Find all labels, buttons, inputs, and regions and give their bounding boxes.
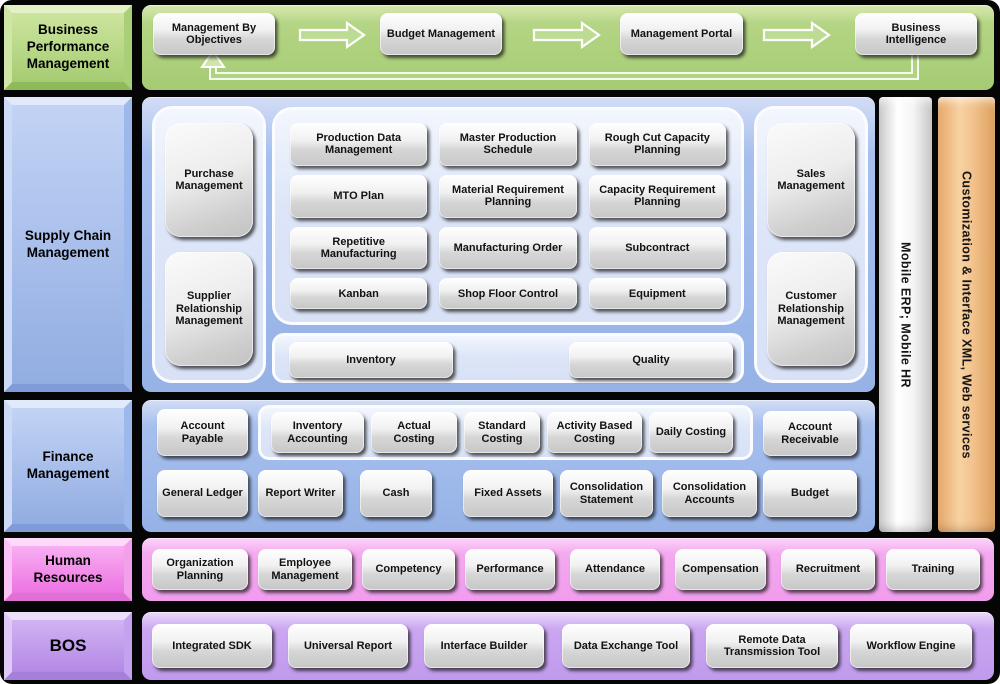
finance-panel: Account Payable Inventory Accounting Act…: [142, 400, 875, 532]
btn-equipment[interactable]: Equipment: [588, 278, 726, 309]
btn-fixed-assets[interactable]: Fixed Assets: [463, 470, 553, 517]
btn-integrated-sdk[interactable]: Integrated SDK: [152, 624, 272, 668]
btn-inventory[interactable]: Inventory: [289, 342, 453, 378]
btn-account-payable[interactable]: Account Payable: [157, 409, 248, 456]
section-label-scm: Supply Chain Management: [4, 97, 132, 392]
btn-supplier-relationship-management[interactable]: Supplier Relationship Management: [165, 251, 253, 366]
btn-quality[interactable]: Quality: [569, 342, 733, 378]
scm-right-group: Sales Management Customer Relationship M…: [754, 106, 868, 383]
flow-arrow-icon-3: [762, 20, 831, 50]
btn-report-writer[interactable]: Report Writer: [258, 470, 343, 517]
btn-competency[interactable]: Competency: [362, 549, 455, 590]
btn-interface-builder[interactable]: Interface Builder: [424, 624, 544, 668]
btn-employee-management[interactable]: Employee Management: [258, 549, 352, 590]
btn-workflow-engine[interactable]: Workflow Engine: [850, 624, 972, 668]
section-label-hr-text: Human Resources: [33, 552, 103, 585]
btn-performance[interactable]: Performance: [465, 549, 555, 590]
btn-compensation[interactable]: Compensation: [675, 549, 766, 590]
scm-panel: Purchase Management Supplier Relationshi…: [142, 97, 875, 392]
btn-recruitment[interactable]: Recruitment: [781, 549, 875, 590]
btn-budget[interactable]: Budget: [763, 470, 857, 517]
btn-cash[interactable]: Cash: [360, 470, 432, 517]
scm-production-grid: Production Data Management Master Produc…: [272, 107, 744, 325]
feedback-loop-line-core: [211, 55, 917, 78]
section-label-bos-text: BOS: [49, 636, 87, 656]
bpm-flow-panel: Management By Objectives Budget Manageme…: [142, 5, 994, 90]
btn-inventory-accounting[interactable]: Inventory Accounting: [271, 412, 364, 453]
section-label-hr: Human Resources: [4, 538, 132, 601]
btn-activity-based-costing[interactable]: Activity Based Costing: [547, 412, 642, 453]
mobile-erp-bar-text: Mobile ERP; Mobile HR: [898, 241, 913, 388]
btn-standard-costing[interactable]: Standard Costing: [464, 412, 540, 453]
mobile-erp-bar[interactable]: Mobile ERP; Mobile HR: [879, 97, 932, 532]
btn-actual-costing[interactable]: Actual Costing: [371, 412, 457, 453]
btn-budget-management[interactable]: Budget Management: [380, 13, 502, 55]
hr-panel: Organization Planning Employee Managemen…: [142, 538, 994, 601]
btn-shop-floor-control[interactable]: Shop Floor Control: [439, 278, 577, 309]
scm-bottom-group: Inventory Quality: [272, 333, 744, 383]
flow-arrow-icon-1: [298, 20, 366, 50]
section-label-bpm-text: Business Performance Management: [26, 22, 110, 71]
btn-data-exchange-tool[interactable]: Data Exchange Tool: [562, 624, 690, 668]
btn-attendance[interactable]: Attendance: [570, 549, 660, 590]
btn-consolidation-statement[interactable]: Consolidation Statement: [560, 470, 653, 517]
btn-management-by-objectives[interactable]: Management By Objectives: [153, 13, 275, 55]
finance-costing-group: Inventory Accounting Actual Costing Stan…: [258, 405, 753, 460]
section-label-finance: Finance Management: [4, 400, 132, 532]
btn-business-intelligence[interactable]: Business Intelligence: [855, 13, 977, 55]
btn-daily-costing[interactable]: Daily Costing: [649, 412, 733, 453]
btn-mto-plan[interactable]: MTO Plan: [290, 174, 428, 218]
section-label-bos: BOS: [4, 612, 132, 680]
customization-interface-bar-text: Customization & Interface XML, Web servi…: [959, 170, 974, 459]
btn-consolidation-accounts[interactable]: Consolidation Accounts: [662, 470, 757, 517]
btn-account-receivable[interactable]: Account Receivable: [763, 411, 857, 456]
btn-rough-cut-capacity-planning[interactable]: Rough Cut Capacity Planning: [588, 123, 726, 166]
btn-purchase-management[interactable]: Purchase Management: [165, 123, 253, 238]
btn-management-portal[interactable]: Management Portal: [620, 13, 743, 55]
btn-material-requirement-planning[interactable]: Material Requirement Planning: [439, 174, 577, 218]
btn-organization-planning[interactable]: Organization Planning: [152, 549, 248, 590]
section-label-scm-text: Supply Chain Management: [24, 227, 112, 260]
section-label-bpm: Business Performance Management: [4, 5, 132, 90]
section-label-finance-text: Finance Management: [26, 449, 110, 481]
feedback-arrow-icon: [200, 49, 226, 68]
btn-sales-management[interactable]: Sales Management: [767, 123, 855, 238]
btn-repetitive-manufacturing[interactable]: Repetitive Manufacturing: [290, 226, 428, 270]
customization-interface-bar[interactable]: Customization & Interface XML, Web servi…: [938, 97, 995, 532]
btn-remote-data-transmission-tool[interactable]: Remote Data Transmission Tool: [706, 624, 838, 668]
btn-manufacturing-order[interactable]: Manufacturing Order: [439, 226, 577, 270]
feedback-loop-line: [209, 55, 919, 80]
btn-universal-report[interactable]: Universal Report: [288, 624, 408, 668]
btn-general-ledger[interactable]: General Ledger: [157, 470, 248, 517]
bos-panel: Integrated SDK Universal Report Interfac…: [142, 612, 994, 680]
bpm-flow-arrows: [200, 20, 919, 80]
flow-arrow-icon-2: [532, 20, 601, 50]
btn-production-data-management[interactable]: Production Data Management: [290, 123, 428, 166]
btn-master-production-schedule[interactable]: Master Production Schedule: [439, 123, 577, 166]
btn-training[interactable]: Training: [886, 549, 980, 590]
scm-left-group: Purchase Management Supplier Relationshi…: [152, 106, 266, 383]
btn-customer-relationship-management[interactable]: Customer Relationship Management: [767, 251, 855, 366]
btn-capacity-requirement-planning[interactable]: Capacity Requirement Planning: [588, 174, 726, 218]
btn-kanban[interactable]: Kanban: [290, 278, 428, 309]
btn-subcontract[interactable]: Subcontract: [588, 226, 726, 270]
